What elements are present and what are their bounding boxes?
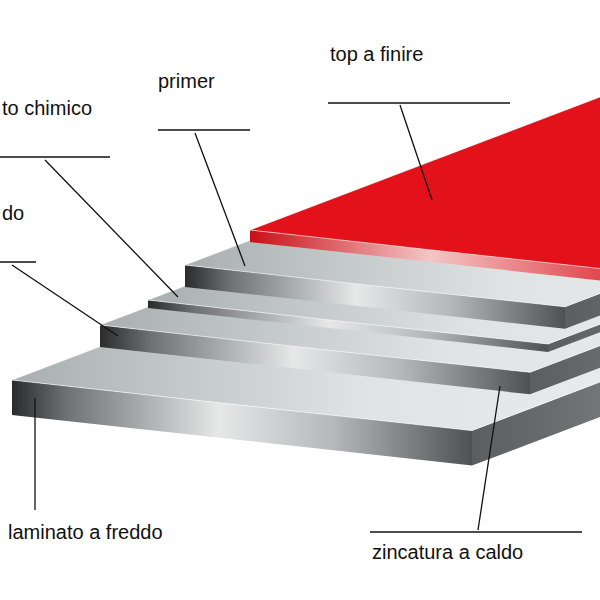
leader-line bbox=[158, 129, 250, 130]
part-label: laminato a freddo bbox=[8, 520, 163, 544]
leader-line bbox=[12, 265, 118, 336]
part-label: zincatura a caldo bbox=[372, 540, 523, 564]
layer-top bbox=[250, 70, 600, 269]
part-label: do bbox=[2, 201, 24, 225]
leader-line bbox=[45, 160, 178, 297]
leader-line bbox=[0, 261, 36, 262]
leader-line bbox=[34, 398, 35, 510]
leader-line bbox=[478, 386, 500, 530]
part-label: primer bbox=[158, 69, 215, 93]
leader-line bbox=[0, 156, 110, 157]
leader-line bbox=[328, 102, 510, 103]
part-label: top a finire bbox=[330, 42, 423, 66]
leader-line bbox=[370, 531, 582, 532]
leader-line bbox=[195, 133, 245, 266]
leader-line bbox=[400, 105, 432, 200]
part-label: to chimico bbox=[2, 96, 92, 120]
